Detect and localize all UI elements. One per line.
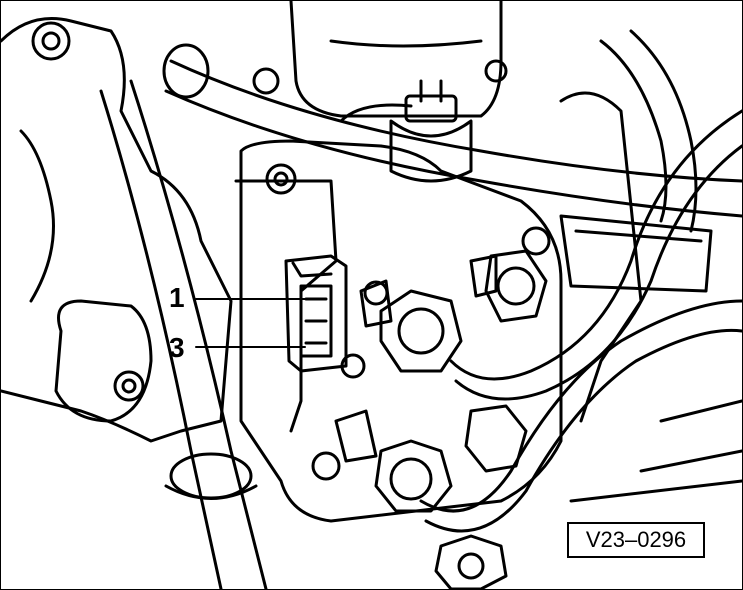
pipe-clamp [559,214,713,293]
figure-reference-label: V23–0296 [567,522,705,558]
left-bolt [113,370,145,402]
injector-pipe-2 [419,299,742,513]
right-housing [559,91,643,423]
pump-housing [239,139,563,523]
left-boss [54,299,153,423]
injector-pipe-3 [599,39,668,223]
top-stud [419,79,443,103]
connector-housing [284,254,348,373]
callout-3: 3 [169,332,185,363]
fitting-upper-right [469,249,548,323]
bottom-nut [434,534,508,589]
fitting-lower-left [334,409,453,513]
support-rod [99,89,223,589]
injector-pipe-1 [449,109,742,381]
connector-pins [299,284,333,358]
callout-1: 1 [169,282,185,313]
fitting-lower-right [464,404,528,473]
fitting-upper-left [359,279,463,373]
upper-pump-body [289,1,503,118]
top-pipe [169,59,742,183]
